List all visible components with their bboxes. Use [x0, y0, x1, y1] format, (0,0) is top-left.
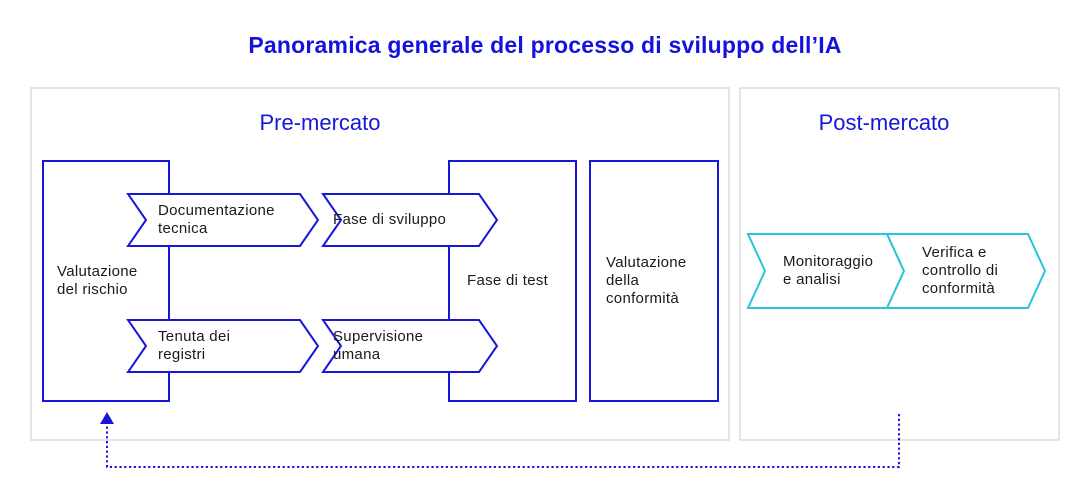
record-keeping-label: Tenuta dei registri	[158, 328, 231, 363]
monitoring-analysis-label: Monitoraggio e analisi	[783, 253, 874, 288]
conformity-assessment-box	[589, 160, 719, 402]
post-market-heading: Post-mercato	[818, 110, 950, 135]
technical-documentation-chevron	[126, 193, 320, 247]
development-phase-chevron	[321, 193, 499, 247]
development-phase-label: Fase di sviluppo	[333, 211, 447, 228]
record-keeping-chevron	[126, 319, 320, 373]
conformity-check-chevron	[885, 233, 1047, 309]
pre-market-container	[30, 87, 730, 441]
test-phase-label: Fase di test	[467, 272, 549, 289]
conformity-check-label: Verifica e controllo di conformità	[922, 244, 999, 297]
human-oversight-chevron	[321, 319, 499, 373]
feedback-loop-arrowhead-icon	[100, 412, 114, 424]
conformity-assessment-label: Valutazione della conformità	[606, 254, 687, 307]
pre-market-heading: Pre-mercato	[259, 110, 381, 135]
technical-documentation-label: Documentazione tecnica	[158, 202, 275, 237]
human-oversight-label: Supervisione umana	[333, 328, 424, 363]
risk-assessment-label: Valutazione del rischio	[57, 263, 138, 298]
page-title: Panoramica generale del processo di svil…	[248, 32, 842, 58]
